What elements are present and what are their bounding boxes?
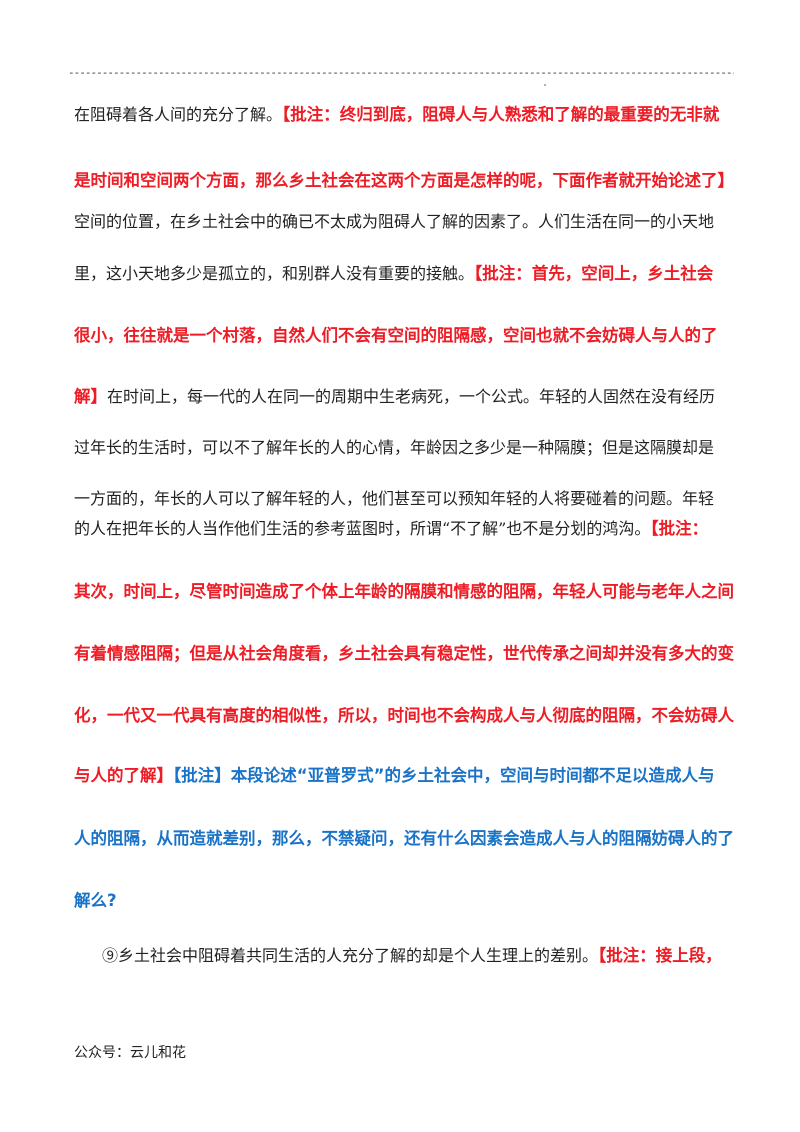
body-text: 过年长的生活时，可以不了解年长的人的心情，年龄因之多少是一种隔膜；但是这隔膜却是 [74, 438, 715, 457]
text-line: 化，一代又一代具有高度的相似性，所以，时间也不会构成人与人彻底的阻隔，不会妨碍人 [74, 705, 738, 727]
annotation-blue: 【批注】本段论述“亚普罗式”的乡土社会中，空间与时间都不足以造成人与 [173, 766, 715, 785]
body-text: ⑨乡土社会中阻碍着共同生活的人充分了解的却是个人生理上的差别。 [102, 946, 599, 965]
text-line: 空间的位置，在乡土社会中的确已不太成为阻碍人了解的因素了。人们生活在同一的小天地 [74, 211, 738, 233]
footer-account: 公众号：云儿和花 [74, 1045, 186, 1061]
text-line: 其次，时间上，尽管时间造成了个体上年龄的隔膜和情感的阻隔，年轻人可能与老年人之间 [74, 581, 738, 603]
scan-dot [544, 84, 546, 86]
annotation-red: 解】 [74, 387, 107, 406]
text-line: 解么? [74, 890, 738, 912]
annotation-red: 【批注：首先，空间上，乡土社会 [474, 264, 714, 283]
annotation-red: 很小，往往就是一个村落，自然人们不会有空间的阻隔感，空间也就不会妨碍人与人的了 [74, 326, 718, 345]
annotation-red: 【批注： [650, 519, 709, 538]
body-text: 里，这小天地多少是孤立的，和别群人没有重要的接触。 [74, 264, 475, 283]
annotation-red: 化，一代又一代具有高度的相似性，所以，时间也不会构成人与人彻底的阻隔，不会妨碍人 [74, 706, 734, 725]
body-text: 的人在把年长的人当作他们生活的参考蓝图时，所谓“不了解”也不是分划的鸿沟。 [74, 519, 651, 538]
annotation-red: 是时间和空间两个方面，那么乡土社会在这两个方面是怎样的呢，下面作者就开始论述了】 [74, 171, 734, 190]
text-line: 解】在时间上，每一代的人在同一的周期中生老病死，一个公式。年轻的人固然在没有经历 [74, 386, 738, 408]
body-text: 在阻碍着各人间的充分了解。 [74, 105, 283, 124]
text-line: 很小，往往就是一个村落，自然人们不会有空间的阻隔感，空间也就不会妨碍人与人的了 [74, 325, 738, 347]
annotation-red: 有着情感阻隔；但是从社会角度看，乡土社会具有稳定性，世代传承之间却并没有多大的变 [74, 644, 734, 663]
annotation-blue: 人的阻隔，从而造就差别，那么，不禁疑问，还有什么因素会造成人与人的阻隔妨碍人的了 [74, 829, 734, 848]
annotation-red: 【批注：终归到底，阻碍人与人熟悉和了解的最重要的无非就 [282, 105, 720, 124]
text-line: 与人的了解】【批注】本段论述“亚普罗式”的乡土社会中，空间与时间都不足以造成人与 [74, 765, 738, 787]
annotation-blue: 解么? [74, 891, 117, 910]
text-line: 在阻碍着各人间的充分了解。【批注：终归到底，阻碍人与人熟悉和了解的最重要的无非就 [74, 104, 738, 126]
text-line: 的人在把年长的人当作他们生活的参考蓝图时，所谓“不了解”也不是分划的鸿沟。【批注… [74, 518, 738, 540]
body-text: 在时间上，每一代的人在同一的周期中生老病死，一个公式。年轻的人固然在没有经历 [107, 387, 716, 406]
annotation-red: 与人的了解】 [74, 766, 173, 785]
header-dashed-rule: ----------------------------------------… [68, 66, 734, 79]
text-line: 有着情感阻隔；但是从社会角度看，乡土社会具有稳定性，世代传承之间却并没有多大的变 [74, 643, 738, 665]
annotation-red: 【批注：接上段， [598, 946, 722, 965]
text-line: 过年长的生活时，可以不了解年长的人的心情，年龄因之多少是一种隔膜；但是这隔膜却是 [74, 437, 738, 459]
text-line: ⑨乡土社会中阻碍着共同生活的人充分了解的却是个人生理上的差别。【批注：接上段， [102, 945, 766, 967]
text-line: 一方面的，年长的人可以了解年轻的人，他们甚至可以预知年轻的人将要碰着的问题。年轻 [74, 488, 738, 510]
annotation-red: 其次，时间上，尽管时间造成了个体上年龄的隔膜和情感的阻隔，年轻人可能与老年人之间 [74, 582, 734, 601]
body-text: 空间的位置，在乡土社会中的确已不太成为阻碍人了解的因素了。人们生活在同一的小天地 [74, 212, 715, 231]
text-line: 人的阻隔，从而造就差别，那么，不禁疑问，还有什么因素会造成人与人的阻隔妨碍人的了 [74, 828, 738, 850]
body-text: 一方面的，年长的人可以了解年轻的人，他们甚至可以预知年轻的人将要碰着的问题。年轻 [74, 489, 715, 508]
text-line: 里，这小天地多少是孤立的，和别群人没有重要的接触。【批注：首先，空间上，乡土社会 [74, 263, 738, 285]
text-line: 是时间和空间两个方面，那么乡土社会在这两个方面是怎样的呢，下面作者就开始论述了】 [74, 170, 738, 192]
